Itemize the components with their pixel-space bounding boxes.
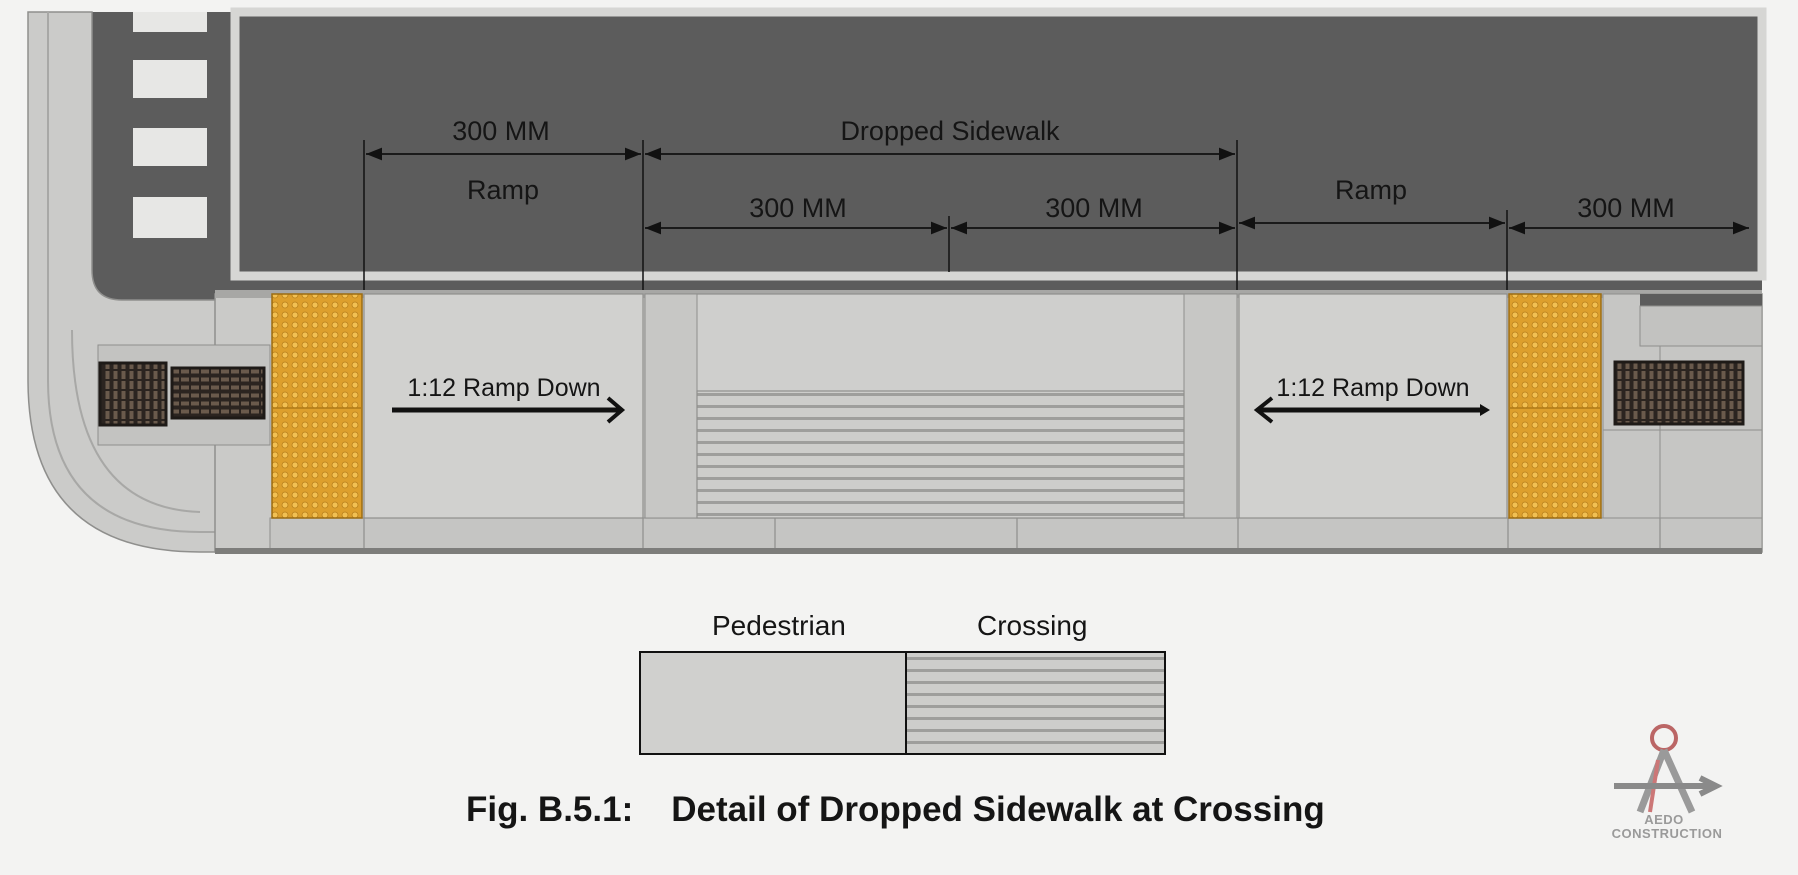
aedo-construction-logo: AEDO CONSTRUCTION [1612, 724, 1723, 841]
figure-title: Detail of Dropped Sidewalk at Crossing [671, 790, 1325, 829]
logo-text-line1: AEDO [1644, 812, 1684, 827]
ramp-left-surface [363, 293, 644, 519]
dim-ramp-right-label: Ramp [1335, 175, 1407, 205]
figure-caption: Fig. B.5.1: Detail of Dropped Sidewalk at… [466, 790, 1325, 830]
tactile-paving-left [271, 293, 363, 519]
ramp-right-arrow-label: 1:12 Ramp Down [1276, 374, 1469, 402]
dropped-sidewalk-grooved-area [696, 390, 1185, 519]
legend-box [639, 651, 1166, 755]
drain-grate-left-2 [170, 366, 266, 420]
figure-number: Fig. B.5.1: [466, 790, 634, 829]
crosswalk-stripes [133, 12, 207, 238]
ramp-right-surface [1238, 293, 1508, 519]
road-asphalt [28, 12, 1762, 308]
ramp-left-arrow-label: 1:12 Ramp Down [407, 374, 600, 402]
dim-dropped-left-width: 300 MM [749, 193, 847, 223]
dim-ramp-left-label: Ramp [467, 175, 539, 205]
curb-outline [47, 12, 250, 533]
legend-pedestrian-swatch [639, 651, 907, 755]
dim-dropped-sidewalk-label: Dropped Sidewalk [840, 116, 1060, 146]
ramp-right-arrow [1253, 396, 1490, 424]
drain-grate-left-1 [98, 361, 168, 427]
road-edge-marking [230, 7, 1767, 281]
ramp-left-arrow [392, 396, 626, 424]
dimension-lines [366, 147, 1749, 235]
legend-pedestrian-label: Pedestrian [712, 610, 846, 641]
tactile-paving-right [1508, 293, 1602, 519]
legend-crossing-label: Crossing [977, 610, 1088, 641]
dim-ramp-left-width: 300 MM [452, 116, 550, 146]
dim-dropped-right-width: 300 MM [1045, 193, 1143, 223]
logo-text-line2: CONSTRUCTION [1612, 826, 1723, 841]
dimension-extension-lines [363, 140, 1508, 290]
dim-ramp-right-width: 300 MM [1577, 193, 1675, 223]
legend-crossing-swatch [905, 651, 1166, 755]
drain-grate-right [1613, 360, 1745, 426]
